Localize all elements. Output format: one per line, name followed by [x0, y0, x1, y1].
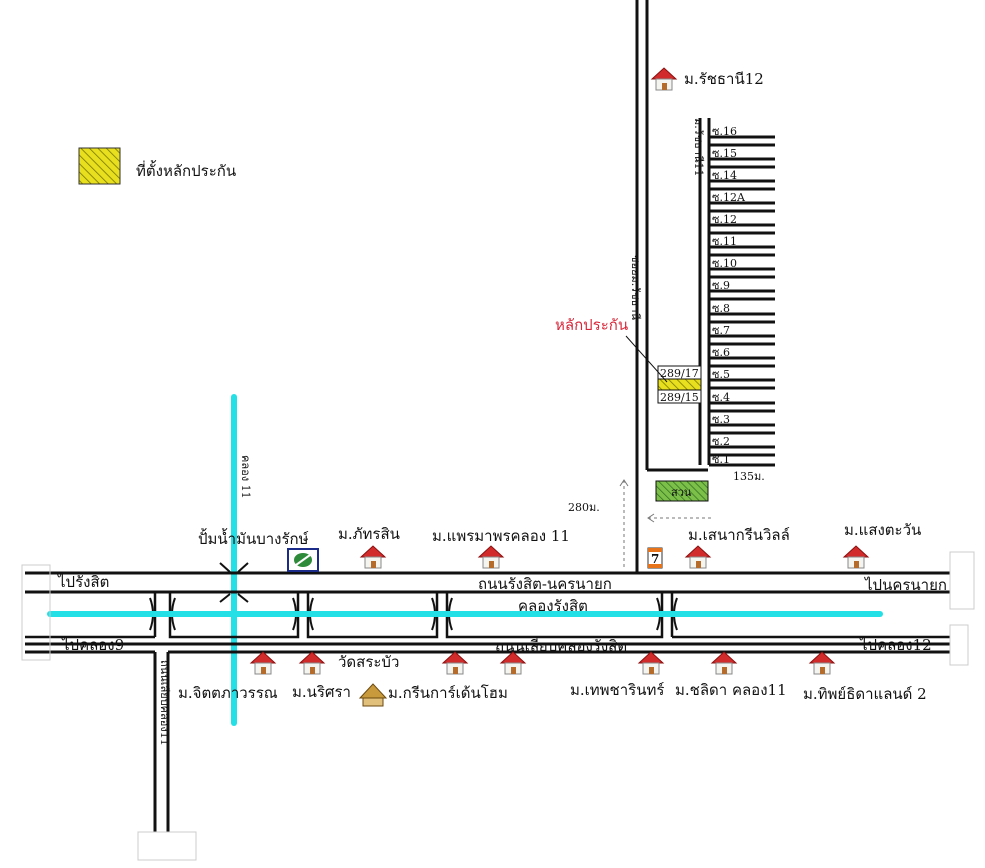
distance-280: 280ม. — [568, 501, 600, 514]
place-labels: ม.รัชธานี12 ปั้มน้ำมันบางรักษ์ ม.ภัทรสิน… — [178, 70, 927, 703]
to-khlong9-label: ไปคลอง9 — [61, 636, 124, 654]
distance-135: 135ม. — [733, 470, 765, 483]
khlong-11-label: คลอง 11 — [239, 455, 252, 499]
to-rangsit-label: ไปรังสิต — [57, 573, 109, 591]
place-saengtawan: ม.แสงตะวัน — [844, 521, 921, 539]
place-praemaporn: ม.แพรมาพรคลอง 11 — [432, 527, 570, 545]
house-icon — [478, 545, 504, 569]
sub-soi-labels: ซ.16 ซ.15 ซ.14 ซ.12A ซ.12 ซ.11 ซ.10 ซ.9 ซ.8 ซ.7 ซ.… — [712, 125, 746, 466]
house-icon — [442, 651, 468, 675]
legend-text: ที่ตั้งหลักประกัน — [136, 160, 236, 180]
svg-text:7: 7 — [651, 552, 659, 566]
house-icon — [843, 545, 869, 569]
place-chitpawan: ม.จิตตภาวรรณ — [178, 684, 278, 702]
to-nakhon-nayok-label: ไปนครนายก — [864, 576, 947, 594]
to-khlong12-label: ไปคลอง12 — [859, 636, 932, 654]
intersection-marks — [219, 562, 249, 603]
soi-main-label: ซอยม.รัชธานี — [629, 255, 642, 321]
sub-soi-label: ซ.2 — [712, 435, 730, 448]
sub-soi-label: ซ.1 — [712, 453, 730, 466]
place-phattarasin: ม.ภัทรสิน — [338, 525, 400, 543]
sub-soi-label: ซ.14 — [712, 169, 737, 182]
collateral-pointer — [625, 335, 668, 383]
park-label: สวน — [671, 486, 692, 499]
house-icon — [685, 545, 711, 569]
house-icon — [299, 651, 325, 675]
house-icon — [360, 545, 386, 569]
sub-soi-lines — [709, 135, 775, 467]
frontage-road-label: ถนนเลียบคลองรังสิต — [495, 637, 627, 655]
place-greengarden: ม.กรีนการ์เด้นโฮม — [388, 684, 508, 702]
sub-soi-label: ซ.12A — [712, 191, 746, 204]
sub-soi-label: ซ.7 — [712, 324, 730, 337]
plot-289-15 — [657, 389, 702, 404]
soi-ratchathani-road — [635, 0, 708, 573]
park-icon — [655, 480, 709, 502]
sub-soi-label: ซ.5 — [712, 368, 730, 381]
house-icon — [638, 651, 664, 675]
seven-eleven-icon: 7 — [647, 547, 663, 569]
collateral-label: หลักประกัน — [555, 316, 628, 334]
distance-markers: 280ม. 135ม. — [568, 470, 765, 568]
sub-soi-label: ซ.9 — [712, 279, 730, 292]
place-gas-station: ปั้มน้ำมันบางรักษ์ — [198, 528, 309, 548]
khlong-rangsit-label: คลองรังสิต — [518, 597, 588, 615]
main-road-label: ถนนรังสิต-นครนายก — [478, 575, 612, 593]
legend-swatch-icon — [78, 147, 121, 185]
frontage-road — [25, 642, 950, 654]
plot-289-15-label: 289/15 — [660, 391, 699, 404]
house-icon — [500, 651, 526, 675]
khlong-11-road-label: ถนนเลียบคลอง11 — [158, 660, 171, 746]
place-senagreenville: ม.เสนากรีนวิลล์ — [688, 526, 790, 544]
soi-inner-label: ม.รัชธานี11 — [692, 118, 705, 177]
sub-soi-label: ซ.15 — [712, 147, 737, 160]
place-wat: วัดสระบัว — [338, 653, 399, 671]
place-nirisara: ม.นริศรา — [292, 683, 351, 701]
house-icon — [711, 651, 737, 675]
park: สวน — [655, 480, 709, 502]
sub-soi-label: ซ.4 — [712, 391, 730, 404]
gas-station-icon — [287, 548, 319, 572]
khlong-11-road — [153, 652, 170, 832]
house-icon — [809, 651, 835, 675]
place-thipthida: ม.ทิพย์ธิดาแลนด์ 2 — [803, 685, 927, 703]
house-icon — [651, 67, 677, 91]
place-chalida: ม.ชลิดา คลอง11 — [675, 681, 787, 699]
sub-soi-label: ซ.10 — [712, 257, 737, 270]
sub-soi-label: ซ.6 — [712, 346, 730, 359]
collateral-plots: 289/17 289/15 หลักประกัน — [555, 316, 702, 404]
sub-soi-label: ซ.12 — [712, 213, 737, 226]
plot-289-17-label: 289/17 — [660, 367, 699, 380]
sub-soi-label: ซ.8 — [712, 302, 730, 315]
temple-icon — [358, 683, 388, 707]
sub-soi-label: ซ.11 — [712, 235, 737, 248]
collateral-plot-icon — [657, 378, 702, 391]
map-edge-boxes — [21, 551, 975, 861]
sub-soi-label: ซ.3 — [712, 413, 730, 426]
place-ratchathani12: ม.รัชธานี12 — [684, 70, 764, 88]
place-thepcharin: ม.เทพชารินทร์ — [570, 681, 664, 699]
house-icon — [250, 651, 276, 675]
sub-soi-label: ซ.16 — [712, 125, 737, 138]
legend: ที่ตั้งหลักประกัน — [78, 147, 236, 185]
